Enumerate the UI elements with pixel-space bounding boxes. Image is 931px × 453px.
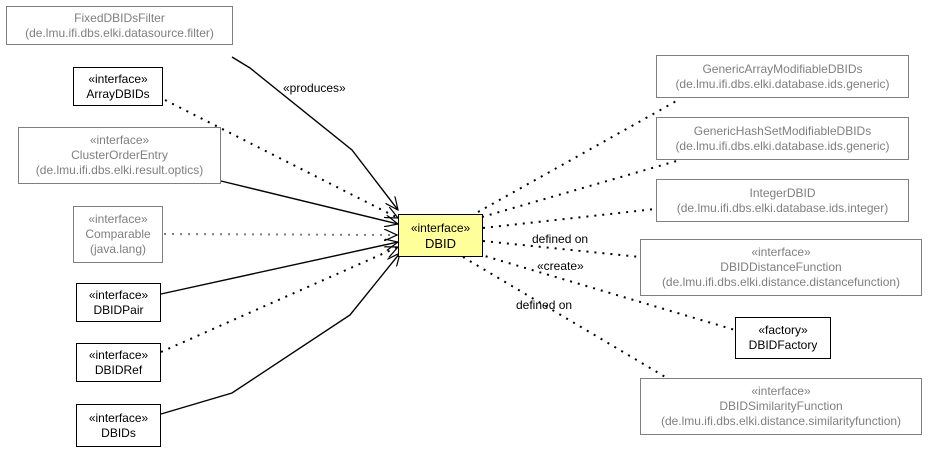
edge-dbids-dbid bbox=[160, 253, 400, 415]
class-dbid-factory[interactable]: «factory» DBIDFactory bbox=[735, 317, 831, 359]
package-name: (de.lmu.ifi.dbs.elki.result.optics) bbox=[35, 163, 204, 177]
package-name: (de.lmu.ifi.dbs.elki.distance.distancefu… bbox=[661, 275, 901, 289]
edge-label-defined-on: defined on bbox=[516, 298, 573, 312]
edge-arraydbids-dbid bbox=[164, 99, 398, 219]
stereotype: «factory» bbox=[758, 323, 808, 337]
edge-dbidref-dbid bbox=[160, 246, 398, 353]
class-name: DBIDs bbox=[101, 425, 136, 440]
class-name: ArrayDBIDs bbox=[86, 86, 150, 101]
interface-dbid-pair[interactable]: «interface» DBIDPair bbox=[76, 283, 161, 322]
stereotype: «interface» bbox=[88, 212, 148, 226]
interface-dbid-similarity-function[interactable]: «interface» DBIDSimilarityFunction (de.l… bbox=[640, 378, 922, 435]
edge-dbid-similarityfn bbox=[462, 256, 668, 379]
stereotype: «interface» bbox=[89, 133, 150, 147]
class-name: DBIDSimilarityFunction bbox=[719, 399, 843, 413]
class-name: GenericArrayModifiableDBIDs bbox=[702, 61, 863, 76]
stereotype: «interface» bbox=[88, 347, 149, 362]
edge-clusterorder-dbid bbox=[220, 180, 398, 224]
edge-dbid-integerdbid bbox=[482, 208, 656, 229]
class-name: DBID bbox=[424, 235, 457, 251]
interface-dbids[interactable]: «interface» DBIDs bbox=[76, 404, 161, 447]
edge-dbid-generichashset bbox=[481, 159, 681, 218]
edge-label-produces: «produces» bbox=[283, 81, 346, 95]
class-generic-array-modifiable-dbids[interactable]: GenericArrayModifiableDBIDs (de.lmu.ifi.… bbox=[656, 55, 909, 98]
class-name: Comparable bbox=[85, 227, 151, 241]
edge-comparable-dbid bbox=[163, 234, 397, 235]
interface-cluster-order-entry[interactable]: «interface» ClusterOrderEntry (de.lmu.if… bbox=[18, 127, 221, 184]
stereotype: «interface» bbox=[751, 384, 811, 398]
class-name: IntegerDBID bbox=[749, 185, 816, 200]
edge-dbidpair-dbid bbox=[160, 242, 398, 295]
package-name: (de.lmu.ifi.dbs.elki.datasource.filter) bbox=[25, 25, 214, 40]
package-name: (de.lmu.ifi.dbs.elki.database.ids.generi… bbox=[675, 138, 890, 153]
edge-fixedfilter-produces-dbid bbox=[231, 56, 398, 210]
stereotype: «interface» bbox=[88, 71, 148, 86]
edge-dbid-genericarray bbox=[477, 98, 681, 213]
package-name: (de.lmu.ifi.dbs.elki.database.ids.intege… bbox=[676, 200, 889, 215]
class-name: GenericHashSetModifiableDBIDs bbox=[693, 123, 872, 138]
package-name: (java.lang) bbox=[89, 242, 147, 256]
class-name: DBIDRef bbox=[94, 362, 143, 377]
edge-label-defined-on: defined on bbox=[532, 232, 589, 246]
interface-dbid-ref[interactable]: «interface» DBIDRef bbox=[76, 343, 161, 382]
class-fixed-dbids-filter[interactable]: FixedDBIDsFilter (de.lmu.ifi.dbs.elki.da… bbox=[6, 6, 233, 45]
class-name: DBIDFactory bbox=[748, 338, 818, 352]
package-name: (de.lmu.ifi.dbs.elki.database.ids.generi… bbox=[675, 76, 890, 91]
edge-label-create: «create» bbox=[537, 259, 584, 273]
class-name: DBIDPair bbox=[93, 302, 144, 317]
interface-array-dbids[interactable]: «interface» ArrayDBIDs bbox=[73, 67, 163, 106]
interface-dbid-focus[interactable]: «interface» DBID bbox=[398, 214, 483, 257]
class-integer-dbid[interactable]: IntegerDBID (de.lmu.ifi.dbs.elki.databas… bbox=[656, 179, 909, 222]
class-name: FixedDBIDsFilter bbox=[74, 10, 165, 25]
stereotype: «interface» bbox=[410, 220, 471, 235]
stereotype: «interface» bbox=[751, 245, 811, 259]
stereotype: «interface» bbox=[88, 287, 149, 302]
package-name: (de.lmu.ifi.dbs.elki.distance.similarity… bbox=[660, 414, 902, 428]
class-generic-hashset-modifiable-dbids[interactable]: GenericHashSetModifiableDBIDs (de.lmu.if… bbox=[656, 117, 909, 160]
interface-comparable[interactable]: «interface» Comparable (java.lang) bbox=[73, 206, 163, 263]
stereotype: «interface» bbox=[88, 410, 149, 425]
interface-dbid-distance-function[interactable]: «interface» DBIDDistanceFunction (de.lmu… bbox=[640, 239, 922, 296]
class-name: DBIDDistanceFunction bbox=[720, 260, 842, 274]
class-name: ClusterOrderEntry bbox=[71, 148, 168, 162]
